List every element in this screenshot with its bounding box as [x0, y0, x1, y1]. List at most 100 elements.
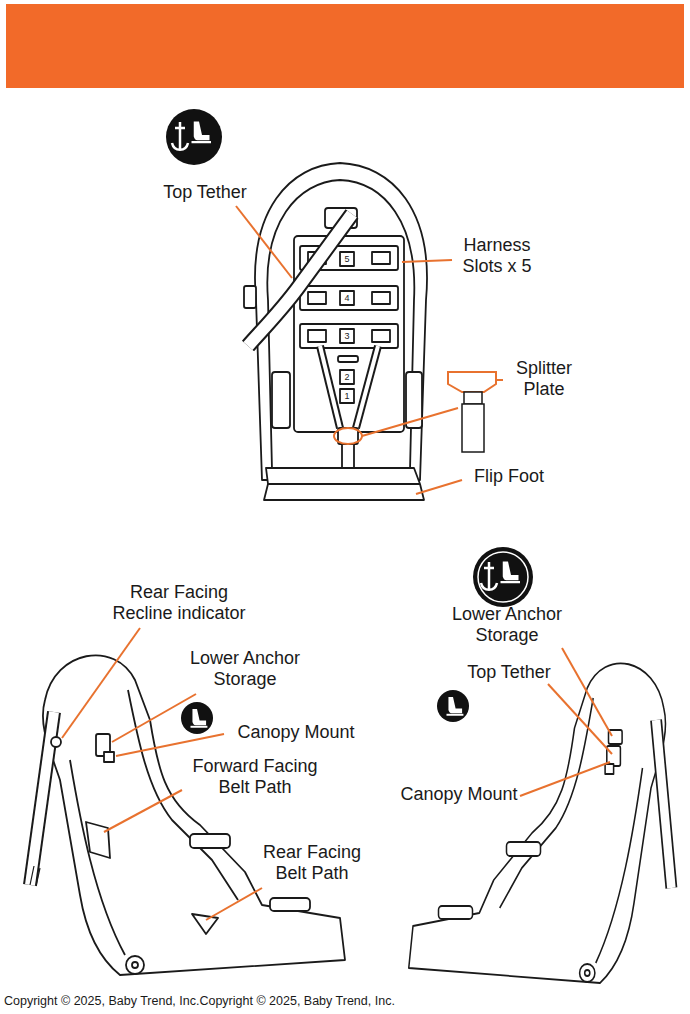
callout-number: 2 — [341, 371, 353, 383]
part-label: Lower Anchor Storage — [442, 604, 572, 646]
front-view-part — [300, 324, 398, 348]
part-label: Lower Anchor Storage — [180, 648, 310, 690]
leader-lines-part — [497, 379, 503, 381]
callout-number: 1 — [341, 390, 353, 402]
seat-icon — [181, 702, 213, 734]
copyright-note: Copyright © 2025, Baby Trend, Inc.Copyri… — [4, 994, 644, 1009]
callout-number: 4 — [341, 292, 353, 304]
seat-icon-part — [437, 690, 469, 722]
seat-icon-part — [191, 709, 208, 728]
latch-icon-part — [484, 567, 494, 570]
side-view-part — [192, 914, 218, 934]
latch-icon-part — [172, 143, 188, 150]
callout-number: 5 — [341, 253, 353, 265]
front-view-part — [338, 428, 358, 444]
side-view-part — [656, 720, 671, 888]
part-label: Top Tether — [150, 182, 260, 203]
callout-number: 3 — [341, 330, 353, 342]
front-view-part — [300, 286, 398, 310]
front-view-part — [338, 356, 358, 362]
part-label: Top Tether — [454, 662, 564, 683]
side-view-part — [439, 906, 473, 919]
front-view-part — [272, 372, 290, 428]
part-label: Rear Facing Recline indicator — [104, 582, 254, 624]
side-view-part — [605, 764, 614, 774]
splitter-plate-detail-part — [448, 372, 496, 392]
latch-icon-part — [481, 583, 497, 590]
seat-icon — [437, 690, 469, 722]
splitter-plate-detail-part — [464, 392, 482, 404]
side-view-part — [409, 663, 666, 983]
leader-lines-part — [548, 684, 612, 754]
leader-lines-part — [362, 408, 458, 436]
latch-icon-part — [192, 122, 212, 144]
side-view-part — [51, 737, 61, 747]
side-view-part — [70, 760, 125, 955]
side-view-part — [596, 768, 643, 963]
latch-icon — [473, 547, 533, 607]
side-view-part — [86, 822, 110, 858]
splitter-plate-detail-part — [462, 404, 484, 452]
part-label: Flip Foot — [464, 466, 554, 487]
part-label: Harness Slots x 5 — [455, 235, 539, 277]
front-view-part — [320, 346, 340, 428]
front-view-part — [340, 329, 354, 343]
latch-icon-part — [175, 127, 185, 130]
latch-icon-part — [473, 547, 533, 607]
side-view-part — [43, 655, 345, 975]
front-view-part — [340, 252, 354, 266]
side-view-part — [507, 842, 541, 856]
splitter-plate-detail — [334, 372, 496, 452]
front-view-part — [308, 292, 326, 304]
leader-lines-part — [62, 628, 140, 738]
header-band — [6, 4, 684, 88]
front-view-part — [308, 330, 326, 342]
leader-lines-part — [402, 260, 452, 262]
leader-lines-part — [562, 648, 612, 736]
side-view-part — [580, 964, 595, 982]
side-view-part — [126, 956, 144, 974]
side-view-part — [104, 752, 114, 762]
leader-lines-part — [206, 888, 262, 920]
part-label: Canopy Mount — [226, 722, 366, 743]
latch-icon — [166, 109, 222, 165]
front-view — [244, 163, 427, 500]
leader-lines-part — [236, 206, 292, 278]
side-view-part — [585, 970, 590, 976]
splitter-plate-detail-part — [334, 428, 362, 444]
front-view-part — [372, 252, 390, 264]
leader-lines-part — [520, 762, 610, 796]
front-view-part — [268, 483, 420, 485]
front-view-part — [372, 330, 390, 342]
latch-icon-part — [478, 552, 528, 602]
seat-icon-part — [447, 697, 464, 716]
side-view-part — [190, 834, 230, 848]
leader-lines-part — [416, 480, 462, 494]
part-label: Canopy Mount — [389, 784, 529, 805]
latch-icon-part — [501, 562, 521, 584]
front-view-part — [248, 214, 352, 346]
front-view-part — [264, 468, 424, 500]
front-view-part — [340, 389, 354, 403]
side-view-part — [30, 866, 40, 886]
side-view-part — [30, 712, 54, 885]
front-view-part — [356, 346, 378, 428]
leader-lines — [62, 206, 612, 920]
part-label: Splitter Plate — [505, 358, 583, 400]
front-view-part — [372, 292, 390, 304]
side-view-part — [270, 898, 310, 911]
front-view-part — [255, 163, 427, 480]
latch-icon-part — [488, 562, 491, 590]
latch-icon-part — [179, 122, 182, 150]
leader-lines-part — [112, 694, 196, 742]
front-view-part — [248, 214, 352, 346]
front-view-part — [340, 370, 354, 384]
side-view — [409, 663, 672, 983]
front-view-part — [320, 346, 340, 428]
seat-icon-part — [181, 702, 213, 734]
part-label: Forward Facing Belt Path — [184, 756, 326, 798]
side-view-part — [656, 720, 671, 888]
side-view-part — [132, 962, 138, 968]
front-view-part — [340, 291, 354, 305]
